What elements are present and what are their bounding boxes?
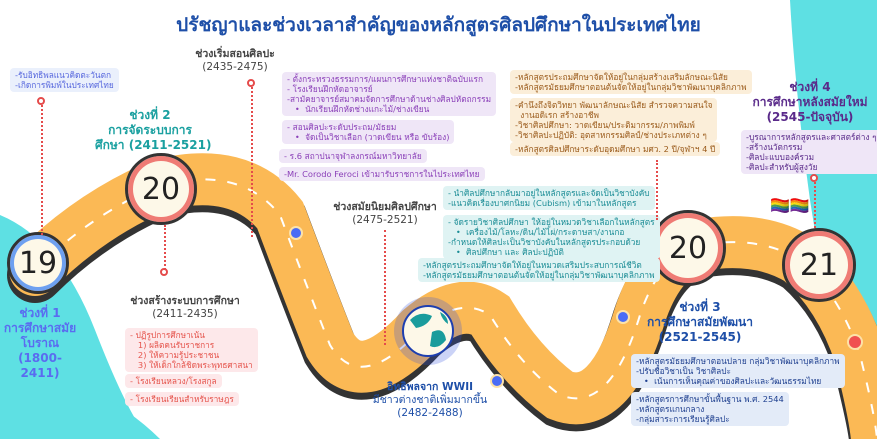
road-marker-blue [289,226,303,240]
modern-era-label: ช่วงสมัยนิยมศิลปศึกษา(2475-2521) [320,201,450,227]
period-4-number: 21 [799,247,839,283]
period-label: ช่วงที่ 4 [789,80,831,94]
start-note: - ตั้งกระทรวงธรรมการ/แผนการศึกษาแห่งชาติ… [282,72,497,116]
period-name: การศึกษาหลังสมัยใหม่ [752,95,868,109]
pin-marker [37,97,45,105]
road-marker-blue [616,310,630,324]
connector-line [164,225,166,270]
connector-line [251,87,253,237]
connector-line [814,182,816,228]
cyan-blob-bottom [0,378,160,439]
cyan-blob-right-top [840,0,877,60]
era-desc: มีชาวต่างชาติเพิ่มมากขึ้น [372,394,488,406]
era-years: (2411-2435) [152,308,218,320]
start-note: - ร.6 สถาปนาจุฬาลงกรณ์มหาวิทยาลัย [279,149,427,163]
pin-marker [160,268,168,276]
period-label: ช่วงที่ 2 [129,108,171,122]
page-title: ปรัชญาและช่วงเวลาสำคัญของหลักสูตรศิลปศึก… [176,14,701,36]
period-name: การศึกษาสมัยพัฒนา [647,315,753,329]
era-title: ช่วงสมัยนิยมศิลปศึกษา [333,201,437,213]
build-note: - โรงเรียนเรียนสำหรับราษฎร [125,392,239,406]
build-era-label: ช่วงสร้างระบบการศึกษา(2411-2435) [115,295,255,321]
period-years: (2545-ปัจจุบัน) [766,110,854,124]
period-2-note: -คำนึงถึงจิตวิทยา พัฒนาลักษณะนิสัย สำรวจ… [510,98,718,142]
period-name: การศึกษาสมัย โบราณ [3,321,77,350]
period-2-circle: 20 [125,153,197,225]
rainbow-flags-icon: 🏳️‍🌈🏳️‍🌈 [770,196,810,215]
period-2-note: -หลักสูตรศิลปศึกษาระดับอุดมศึกษา มศว. 2 … [510,142,721,156]
globe-icon [394,297,462,365]
period-1-notes: -รับอิทธิพลแนวคิดตะวันตก-เกิดการพิมพ์ในป… [10,68,119,92]
period-2-note: -หลักสูตรประถมศึกษาจัดให้อยู่ในกลุ่มสร้า… [510,70,752,94]
period-label: ช่วงที่ 3 [679,300,721,314]
start-note: -Mr. Corodo Feroci เข้ามารับราชการในไประ… [279,167,485,181]
period-4-note: -บูรณาการหลักสูตรและศาสตร์ต่าง ๆ -สร้างน… [741,130,877,174]
period-3-note: -หลักสูตรมัธยมศึกษาตอนปลาย กลุ่มวิชาพัฒน… [631,354,845,388]
road-marker-red [847,334,863,350]
period-name: การจัดระบบการ ศึกษา (2411-2521) [95,123,212,152]
era-title: ช่วงสร้างระบบการศึกษา [130,295,240,307]
period-1-number: 19 [18,245,58,281]
period-label: ช่วงที่ 1 [19,306,61,320]
build-note: - โรงเรียนหลวง/โรงสกูล [125,374,222,388]
period-3-number: 20 [668,230,708,266]
pin-marker [247,79,255,87]
period-years: (1800-2411) [18,351,62,380]
era-title: ช่วงเริ่มสอนศิลปะ [195,48,275,60]
connector-line [384,230,386,345]
connector-line [41,105,43,235]
road-marker-blue [490,374,504,388]
period-4-circle: 21 [782,228,856,302]
era-years: (2435-2475) [202,61,268,73]
era-years: (2482-2488) [397,407,463,419]
note: -เกิดการพิมพ์ในประเทศไทย [15,80,114,90]
build-note: - ปฏิรูปการศึกษาเน้น 1) ผลิตคนรับราชการ … [125,328,258,372]
era-years: (2475-2521) [352,214,418,226]
modern-note: - นำศิลปศึกษากลับมาอยู่ในหลักสูตรและจัดเ… [443,186,655,210]
period-3-note: -หลักสูตรการศึกษาขั้นพื้นฐาน พ.ศ. 2544 -… [631,392,789,426]
connector-line [656,160,658,220]
period-1-circle: 19 [7,232,69,294]
start-note: - สอนศิลปะระดับประถม/มัธยม • จัดเป็นวิชา… [282,120,455,144]
pin-marker [810,174,818,182]
period-years: (2521-2545) [658,330,742,344]
start-era-label: ช่วงเริ่มสอนศิลปะ(2435-2475) [180,48,290,74]
modern-note: - จัดรายวิชาศิลปศึกษา ให้อยู่ในหมวดวิชาเ… [443,215,660,259]
period-2-number: 20 [141,171,181,207]
note: -รับอิทธิพลแนวคิดตะวันตก [15,70,111,80]
modern-note: -หลักสูตรประถมศึกษาจัดให้อยู่ในหมวดเสริม… [418,258,660,282]
era-title: อิทธิพลจาก WWII [386,381,474,393]
period-3-circle: 20 [650,210,726,286]
